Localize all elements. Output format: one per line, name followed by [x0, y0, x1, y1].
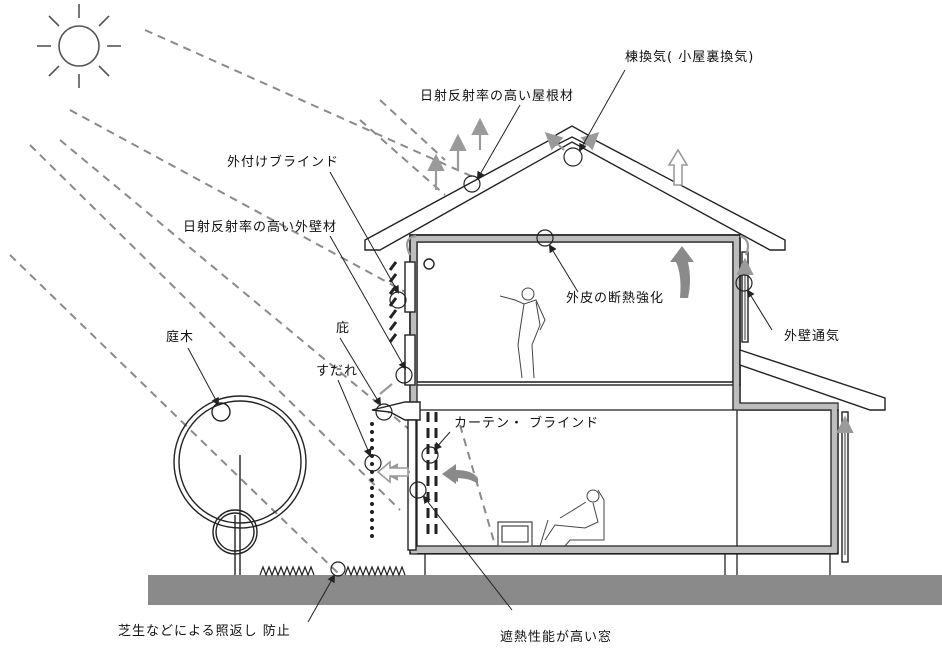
tree-icon: [173, 395, 307, 575]
label-roof-material: 日射反射率の高い屋根材: [420, 89, 575, 104]
label-lawn: 芝生などによる照返し 防止: [118, 624, 291, 639]
upper-window: [404, 258, 435, 386]
label-wall-ventilation: 外壁通気: [784, 329, 841, 344]
outline-arrows: [376, 148, 689, 484]
external-blind: [388, 261, 398, 343]
grass-icon: [259, 565, 406, 577]
label-external-blind: 外付けブラインド: [227, 155, 340, 170]
label-curtain-blind: カーテン・ ブラインド: [454, 416, 600, 431]
main-roof: [364, 125, 786, 251]
label-wall-material: 日射反射率の高い外壁材: [183, 220, 338, 235]
tv-icon: [497, 521, 533, 547]
label-garden-tree: 庭木: [166, 330, 195, 345]
label-sudare: すだれ: [316, 364, 359, 379]
heat-arrows: [442, 246, 694, 484]
person-standing-icon: [499, 287, 546, 379]
house-lines: [409, 234, 839, 575]
sudare: [370, 422, 374, 538]
wall-fill: [411, 236, 837, 554]
leader-lines: [187, 69, 773, 623]
ground: [148, 575, 942, 605]
curtain-blind: [426, 412, 438, 534]
label-eave: 庇: [336, 321, 351, 336]
sun-icon: [37, 4, 121, 88]
callout-markers: [330, 147, 753, 577]
label-window: 遮熱性能が高い窓: [500, 630, 613, 645]
airflow-arrows: [379, 117, 854, 555]
label-insulation: 外皮の断熱強化: [566, 291, 665, 306]
lower-roof: [739, 349, 886, 411]
label-ridge-vent: 棟換気( 小屋裏換気): [625, 50, 755, 65]
eave: [371, 401, 421, 421]
person-sitting-icon: [539, 489, 605, 547]
house-walls: [409, 234, 839, 554]
